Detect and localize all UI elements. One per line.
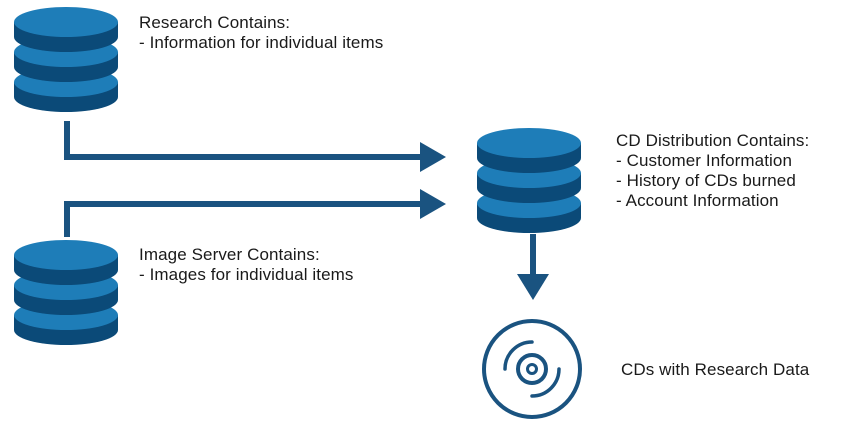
cd-distribution-item: - Account Information bbox=[616, 191, 779, 210]
cd-distribution-item: - History of CDs burned bbox=[616, 171, 796, 190]
cd-distribution-description: CD Distribution Contains: - Customer Inf… bbox=[616, 131, 809, 211]
image-server-to-distribution-arrow bbox=[64, 189, 446, 237]
arrow-down-icon bbox=[517, 274, 549, 300]
cds-label: CDs with Research Data bbox=[621, 360, 810, 379]
cd-distribution-title: CD Distribution Contains: bbox=[616, 131, 810, 150]
research-to-distribution-arrow bbox=[64, 121, 446, 172]
research-database-icon bbox=[14, 7, 118, 112]
cd-distribution-database-icon bbox=[477, 128, 581, 233]
research-title: Research Contains: bbox=[139, 13, 291, 32]
image-server-description: Image Server Contains: - Images for indi… bbox=[139, 245, 354, 285]
cd-icon bbox=[482, 319, 582, 419]
cd-distribution-item: - Customer Information bbox=[616, 151, 793, 170]
distribution-to-cds-arrow bbox=[517, 234, 549, 300]
image-server-title: Image Server Contains: bbox=[139, 245, 320, 264]
research-description: Research Contains: - Information for ind… bbox=[139, 13, 383, 53]
research-item: - Information for individual items bbox=[139, 33, 384, 52]
image-server-database-icon bbox=[14, 240, 118, 345]
image-server-item: - Images for individual items bbox=[139, 265, 354, 284]
arrow-right-icon bbox=[420, 189, 446, 219]
arrow-right-icon bbox=[420, 142, 446, 172]
